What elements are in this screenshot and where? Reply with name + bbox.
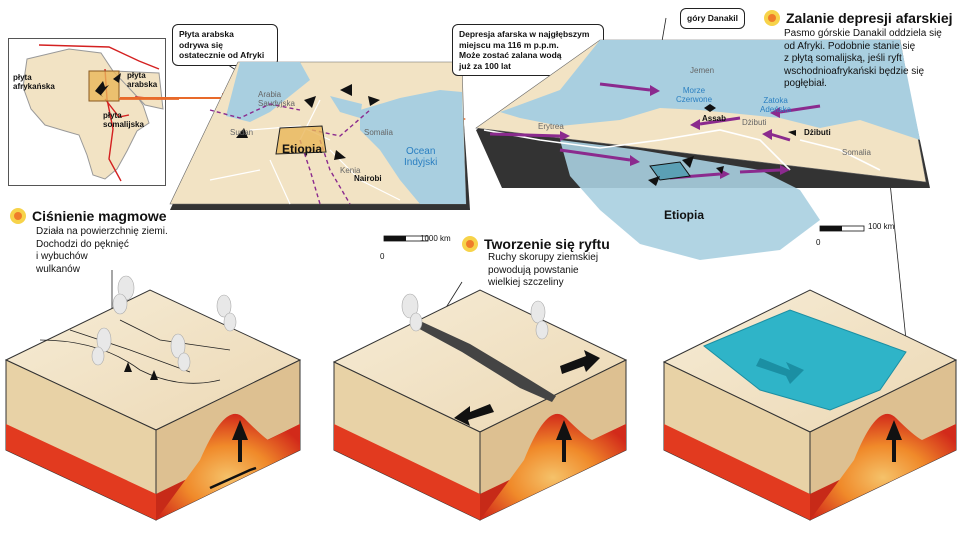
- regional-scale-label: 1000 km: [420, 234, 451, 243]
- detail-scale-zero: 0: [816, 238, 821, 247]
- magma-desc: Działa na powierzchnię ziemi. Dochodzi d…: [36, 226, 168, 275]
- arabian-plate-callout: Płyta arabska odrywa się ostatecznie od …: [172, 24, 278, 66]
- djibouti-city-label: Dżibuti: [804, 128, 831, 137]
- rift-bullet-icon: [462, 236, 478, 252]
- ethiopia-label-detail: Etiopia: [664, 208, 705, 222]
- arabia-label: Arabia Saudyjska: [258, 90, 295, 108]
- africa-locator-map: płyta afrykańska płyta arabska płyta som…: [8, 38, 179, 186]
- magma-bullet-icon: [10, 208, 26, 224]
- gulf-aden-label: Zatoka Adeńska: [760, 96, 792, 114]
- detail-scale-label: 100 km: [868, 222, 895, 231]
- djibouti-country-label: Dżibuti: [742, 118, 767, 127]
- kenya-label: Kenia: [340, 166, 361, 175]
- block-rift: [332, 289, 628, 521]
- flooding-title: Zalanie depresji afarskiej: [764, 10, 953, 26]
- flooding-bullet-icon: [764, 10, 780, 26]
- rift-desc: Ruchy skorupy ziemskiej powodują powstan…: [488, 252, 599, 288]
- african-plate-label: płyta afrykańska: [13, 73, 55, 91]
- assab-label: Assab: [702, 114, 727, 123]
- magma-title-text: Ciśnienie magmowe: [32, 208, 167, 224]
- africa-outline: [22, 44, 179, 182]
- flooding-title-text: Zalanie depresji afarskiej: [786, 10, 953, 26]
- indian-ocean-label: Ocean Indyjski: [404, 146, 438, 168]
- flooding-desc: Pasmo górskie Danakil oddziela się od Af…: [784, 28, 942, 89]
- red-sea-label: Morze Czerwone: [676, 86, 713, 104]
- eritrea-label: Erytrea: [538, 122, 564, 131]
- rift-title: Tworzenie się ryftu: [462, 236, 610, 252]
- block-flooding: [662, 289, 958, 521]
- sudan-label: Sudan: [230, 128, 254, 137]
- rift-title-text: Tworzenie się ryftu: [484, 236, 610, 252]
- somalia-label-detail: Somalia: [842, 148, 871, 157]
- magma-title: Ciśnienie magmowe: [10, 208, 167, 224]
- danakil-callout: góry Danakil: [680, 8, 746, 29]
- ethiopia-label-regional: Etiopia: [282, 142, 323, 156]
- arabian-plate-label: płyta arabska: [127, 71, 158, 89]
- regional-scale-zero: 0: [380, 252, 385, 261]
- yemen-label: Jemen: [690, 66, 715, 75]
- nairobi-label: Nairobi: [354, 174, 382, 183]
- afar-depression-callout: Depresja afarska w najgłębszym miejscu m…: [452, 24, 604, 76]
- block-magma: [4, 289, 302, 521]
- somali-plate-label: płyta somalijska: [103, 111, 144, 129]
- somalia-label-regional: Somalia: [364, 128, 393, 137]
